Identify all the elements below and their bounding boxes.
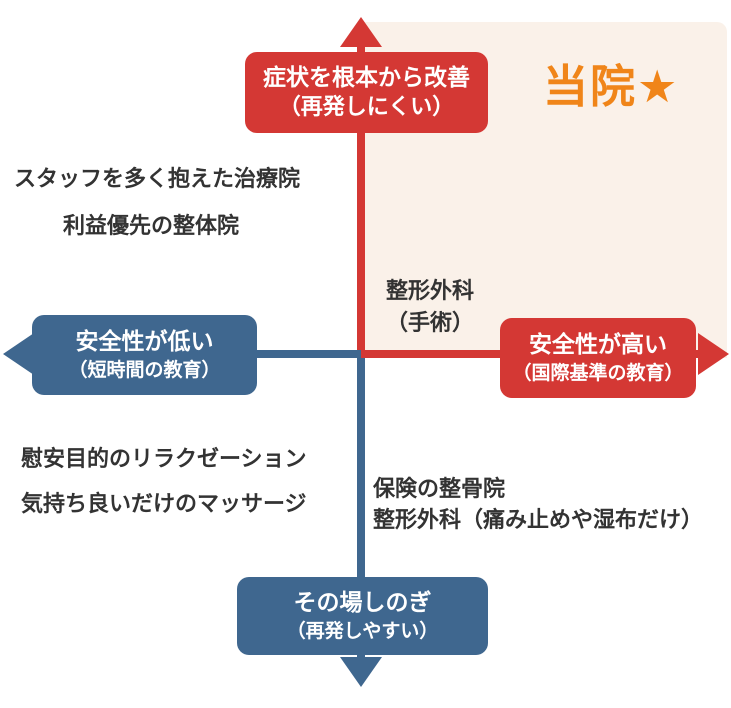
arrow-left-icon xyxy=(3,333,34,375)
axis-label-top: 症状を根本から改善 （再発しにくい） xyxy=(245,52,488,133)
note-center-orthopedics: 整形外科 （手術） xyxy=(370,276,490,340)
axis-vertical-lower-line xyxy=(357,352,365,658)
axis-label-right: 安全性が高い （国際基準の教育） xyxy=(500,318,696,398)
axis-label-bottom-line2: （再発しやすい） xyxy=(286,619,439,642)
arrow-up-icon xyxy=(340,17,382,47)
axis-label-right-line2: （国際基準の教育） xyxy=(512,361,684,384)
axis-label-bottom-line1: その場しのぎ xyxy=(293,590,432,617)
note-center-line1: 整形外科 xyxy=(385,279,474,304)
note-top-left-1: スタッフを多く抱えた治療院 xyxy=(14,167,301,192)
axis-label-top-line1: 症状を根本から改善 xyxy=(263,64,470,91)
axis-label-left-line1: 安全性が低い xyxy=(75,329,214,356)
note-bottom-left-2: 気持ち良いだけのマッサージ xyxy=(21,492,307,517)
note-bottom-right-1: 保険の整骨院 xyxy=(373,477,506,502)
note-top-left-2: 利益優先の整体院 xyxy=(63,214,240,239)
note-bottom-right-2: 整形外科（痛み止めや湿布だけ） xyxy=(373,508,704,533)
note-center-line2: （手術） xyxy=(385,310,474,336)
arrow-down-icon xyxy=(340,657,382,687)
our-clinic-label: 当院★ xyxy=(543,60,680,113)
arrow-right-icon xyxy=(698,333,729,375)
axis-label-bottom: その場しのぎ （再発しやすい） xyxy=(237,577,488,655)
axis-vertical-upper-line xyxy=(357,40,365,358)
axis-label-left: 安全性が低い （短時間の教育） xyxy=(32,315,257,395)
axis-label-top-line2: （再発しにくい） xyxy=(278,95,455,121)
note-bottom-left-1: 慰安目的のリラクゼーション xyxy=(21,447,307,472)
axis-label-left-line2: （短時間の教育） xyxy=(68,358,221,381)
axis-label-right-line1: 安全性が高い xyxy=(529,332,667,359)
